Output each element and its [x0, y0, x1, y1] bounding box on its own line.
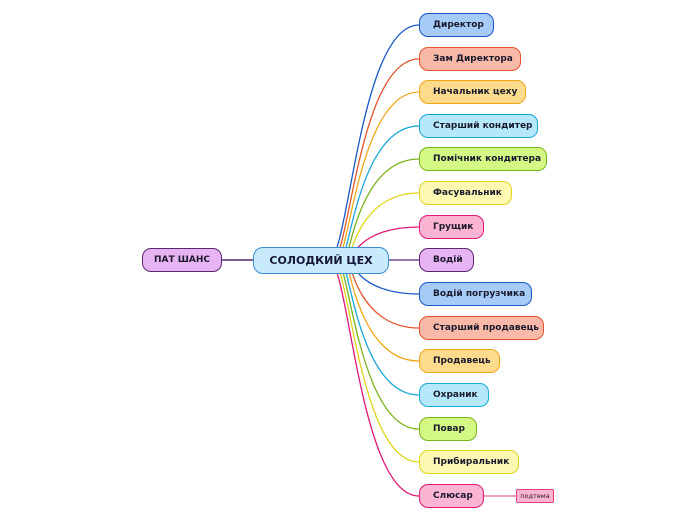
branch-node-label: Старший кондитер [433, 121, 533, 131]
branch-node-label: Грущик [433, 222, 474, 232]
branch-node[interactable]: Охраник [419, 383, 489, 407]
parent-node-label: ПАТ ШАНС [154, 255, 210, 265]
branch-node[interactable]: Директор [419, 13, 494, 37]
branch-node-label: Фасувальник [433, 188, 502, 198]
branch-node-label: Зам Директора [433, 54, 513, 64]
branch-node-label: Охраник [433, 390, 478, 400]
branch-node[interactable]: Зам Директора [419, 47, 521, 71]
branch-node[interactable]: Грущик [419, 215, 484, 239]
branch-node-label: Слюсар [433, 491, 473, 501]
branch-node-label: Директор [433, 20, 484, 30]
branch-node[interactable]: Помічник кондитера [419, 147, 547, 171]
branch-node[interactable]: Старший продавець [419, 316, 544, 340]
branch-node[interactable]: Повар [419, 417, 477, 441]
connector-line [332, 58, 420, 261]
connector-line [328, 24, 420, 261]
branch-node[interactable]: Водій погрузчика [419, 282, 532, 306]
connector-line [328, 259, 420, 497]
central-topic-label: СОЛОДКИЙ ЦЕХ [269, 254, 373, 267]
parent-node[interactable]: ПАТ ШАНС [142, 248, 222, 272]
branch-node[interactable]: Водій [419, 248, 474, 272]
branch-node-label: Водій погрузчика [433, 289, 526, 299]
branch-node[interactable]: Начальник цеху [419, 80, 526, 104]
branch-node-label: Продавець [433, 356, 491, 366]
subtopic-node[interactable]: подтема [516, 489, 554, 503]
branch-node[interactable]: Слюсар [419, 484, 484, 508]
branch-node[interactable]: Фасувальник [419, 181, 512, 205]
branch-node-label: Водій [433, 255, 463, 265]
subtopic-node-label: подтема [520, 492, 550, 500]
branch-node[interactable]: Старший кондитер [419, 114, 538, 138]
connector-line [332, 259, 420, 463]
branch-node-label: Начальник цеху [433, 87, 518, 97]
branch-node[interactable]: Прибиральник [419, 450, 519, 474]
branch-node[interactable]: Продавець [419, 349, 500, 373]
central-topic[interactable]: СОЛОДКИЙ ЦЕХ [253, 247, 389, 274]
branch-node-label: Старший продавець [433, 323, 539, 333]
branch-node-label: Повар [433, 424, 465, 434]
branch-node-label: Помічник кондитера [433, 154, 542, 164]
branch-node-label: Прибиральник [433, 457, 510, 467]
